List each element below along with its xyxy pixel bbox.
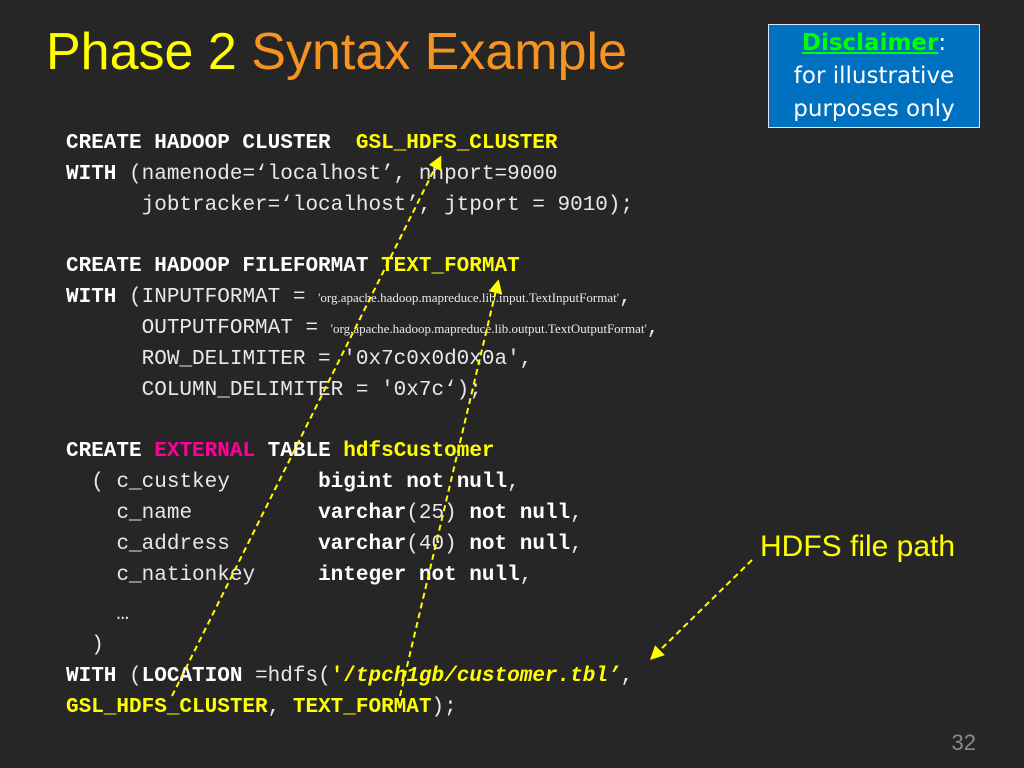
code-close: ) xyxy=(66,633,104,659)
code-line-1: CREATE HADOOP CLUSTER GSL_HDFS_CLUSTER xyxy=(66,131,558,157)
column-type: varchar xyxy=(318,502,407,525)
code-keyword: WITH xyxy=(66,163,117,186)
code-keyword: TABLE xyxy=(267,440,331,463)
page-number: 32 xyxy=(951,730,976,755)
code-keyword: WITH xyxy=(66,665,117,688)
column-null: not null xyxy=(469,533,571,556)
column-tail: , xyxy=(507,471,520,494)
column-name: c_name xyxy=(116,502,193,525)
fileformat-ref: TEXT_FORMAT xyxy=(292,696,432,719)
column-row: c_address varchar(40) not null, xyxy=(66,532,583,558)
code-value: 'org.apache.hadoop.mapreduce.lib.input.T… xyxy=(318,290,620,305)
code-line-5: WITH (INPUTFORMAT = 'org.apache.hadoop.m… xyxy=(66,285,632,311)
hdfs-path-annotation: HDFS file path xyxy=(760,530,956,563)
code-line-8: COLUMN_DELIMITER = '0x7c‘); xyxy=(66,378,482,404)
column-name: c_nationkey xyxy=(116,564,256,587)
column-type: bigint not null xyxy=(318,471,508,494)
code-text: OUTPUTFORMAT = xyxy=(141,317,331,340)
column-row: c_nationkey integer not null, xyxy=(66,563,532,589)
slide-title: Phase 2 Syntax Example xyxy=(46,22,627,82)
code-line-7: ROW_DELIMITER = '0x7c0x0d0x0a', xyxy=(66,347,533,373)
code-text: ( xyxy=(116,665,142,688)
code-line-17: GSL_HDFS_CLUSTER, TEXT_FORMAT); xyxy=(66,695,457,721)
code-keyword: CREATE xyxy=(66,440,142,463)
column-size: (40) xyxy=(406,533,457,556)
code-line-6: OUTPUTFORMAT = 'org.apache.hadoop.mapred… xyxy=(66,316,660,342)
disclaimer-colon: : xyxy=(938,30,947,56)
code-text: jobtracker=‘localhost’, jtport = 9010); xyxy=(141,194,634,217)
code-ellipsis: … xyxy=(66,602,129,628)
code-text: =hdfs( xyxy=(242,665,331,688)
arrow-fileformat xyxy=(399,279,503,697)
external-keyword: EXTERNAL xyxy=(154,440,256,463)
code-text: , xyxy=(620,665,634,688)
title-part1: Phase 2 xyxy=(46,23,237,81)
code-line-2: WITH (namenode=‘localhost’, nnport=9000 xyxy=(66,162,558,188)
code-line-16: WITH (LOCATION =hdfs('/tpch1gb/customer.… xyxy=(66,664,633,690)
cluster-name: GSL_HDFS_CLUSTER xyxy=(355,132,558,155)
column-type: varchar xyxy=(318,533,407,556)
code-text: (namenode=‘localhost’, nnport=9000 xyxy=(116,163,558,186)
code-keyword: CREATE HADOOP FILEFORMAT xyxy=(66,255,369,278)
column-null: not null xyxy=(469,502,571,525)
column-prefix: ( xyxy=(91,471,117,494)
disclaimer-line3: purposes only xyxy=(793,96,955,122)
code-line-4: CREATE HADOOP FILEFORMAT TEXT_FORMAT xyxy=(66,254,520,280)
code-text: ); xyxy=(431,696,457,719)
column-tail: , xyxy=(570,533,583,556)
column-tail: , xyxy=(519,564,533,587)
code-text: COLUMN_DELIMITER = '0x7c‘); xyxy=(141,379,482,402)
column-type: integer not null xyxy=(318,564,520,587)
disclaimer-label: Disclaimer xyxy=(801,30,939,56)
path-quote: '/ xyxy=(330,665,356,688)
ellipsis-text: … xyxy=(116,603,130,626)
column-row: ( c_custkey bigint not null, xyxy=(66,470,520,496)
code-text: , xyxy=(267,696,293,719)
code-line-9: CREATE EXTERNAL TABLE hdfsCustomer xyxy=(66,439,495,465)
column-tail: , xyxy=(570,502,583,525)
location-keyword: LOCATION xyxy=(141,665,243,688)
arrow-cluster xyxy=(171,155,442,697)
code-text: (INPUTFORMAT = xyxy=(116,286,319,309)
arrow-path xyxy=(650,559,753,660)
code-value: 'org.apache.hadoop.mapreduce.lib.output.… xyxy=(330,321,647,336)
hdfs-path: tpch1gb/customer.tbl’ xyxy=(355,665,621,688)
fileformat-name: TEXT_FORMAT xyxy=(381,255,520,278)
disclaimer-box: Disclaimer: for illustrative purposes on… xyxy=(768,24,980,128)
code-line-3: jobtracker=‘localhost’, jtport = 9010); xyxy=(66,193,633,219)
code-keyword: CREATE HADOOP CLUSTER xyxy=(66,132,331,155)
title-part2: Syntax Example xyxy=(251,23,627,81)
code-text: ROW_DELIMITER = '0x7c0x0d0x0a', xyxy=(141,348,533,371)
code-keyword: WITH xyxy=(66,286,117,309)
code-text: , xyxy=(619,286,632,309)
column-name: c_custkey xyxy=(116,471,230,494)
cluster-ref: GSL_HDFS_CLUSTER xyxy=(66,696,268,719)
code-text: , xyxy=(646,317,660,340)
disclaimer-line2: for illustrative xyxy=(793,63,955,89)
close-paren: ) xyxy=(91,634,104,657)
column-name: c_address xyxy=(116,533,230,556)
